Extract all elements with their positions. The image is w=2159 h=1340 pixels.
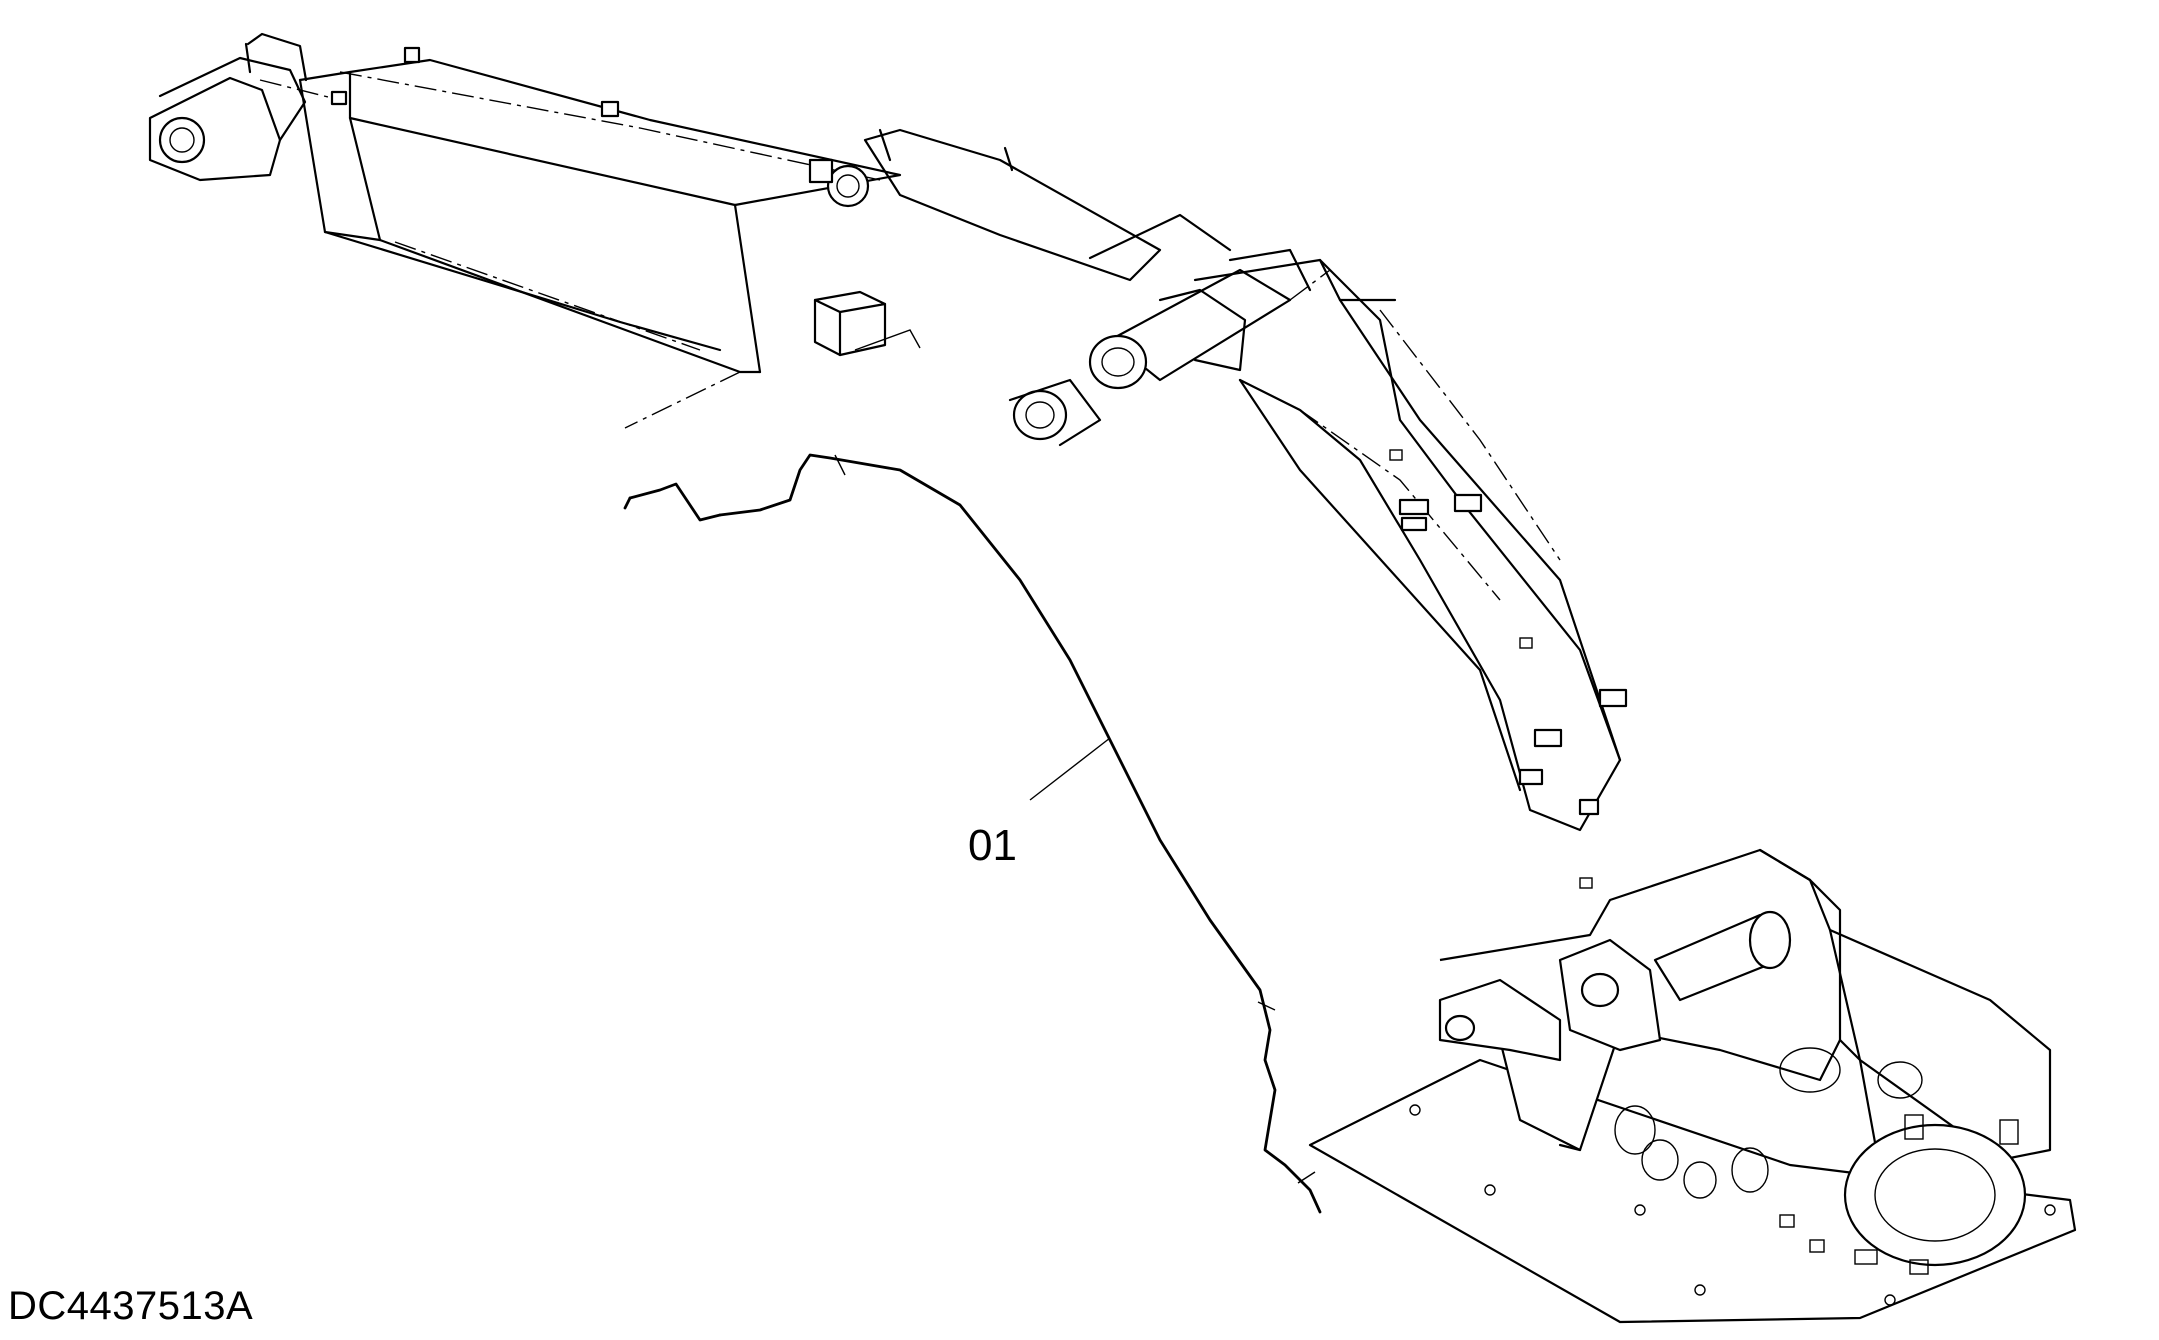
swing-circle — [1843, 1123, 2027, 1267]
callout-01: 01 — [968, 737, 1111, 870]
boom-body — [1193, 258, 1622, 832]
boom-foot-base — [1308, 848, 2077, 1324]
callout-label-01: 01 — [968, 821, 1017, 870]
arm-assembly — [148, 32, 902, 374]
boom-cylinder-mount-left — [1438, 978, 1562, 1062]
junction-box — [813, 290, 887, 357]
drawing-number: DC4437513A — [8, 1284, 254, 1328]
wire-harness-routing — [718, 453, 1322, 1214]
arm-tip-pin — [158, 116, 206, 164]
link-pin-upper — [826, 164, 870, 208]
boom-assembly — [1088, 248, 1628, 889]
link-pin-lower — [1012, 389, 1068, 441]
harness-upper-clip — [628, 482, 722, 522]
arm-cylinder-link — [808, 128, 1232, 447]
arm-main-box — [298, 58, 902, 207]
callout-leader-line — [1029, 737, 1111, 801]
wire-harness — [623, 453, 1322, 1214]
exploded-centerlines — [624, 269, 1331, 429]
